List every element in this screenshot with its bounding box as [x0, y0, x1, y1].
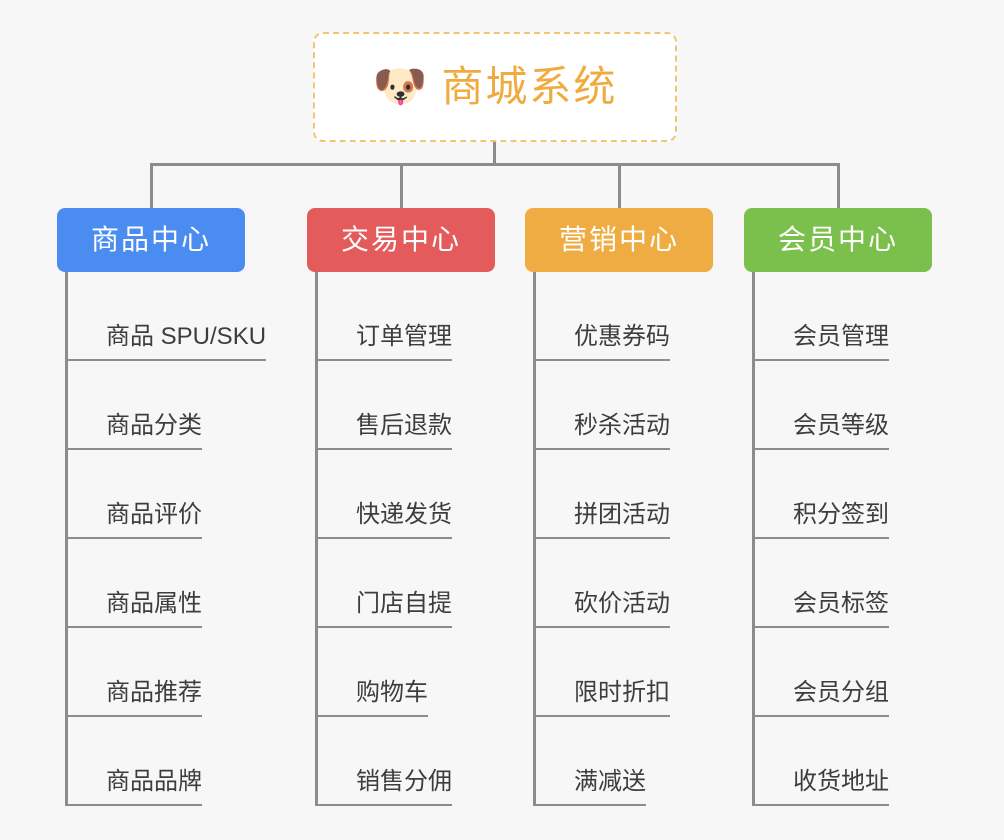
column-trade-center: 交易中心 订单管理 售后退款 快递发货 门店自提 购物车 销售分佣: [307, 208, 495, 806]
list-item[interactable]: 优惠券码: [536, 272, 713, 361]
list-item[interactable]: 砍价活动: [536, 539, 713, 628]
leaf-label: 销售分佣: [318, 770, 452, 806]
list-item[interactable]: 快递发货: [318, 450, 495, 539]
leaf-label: 会员管理: [755, 325, 889, 361]
category-header-product-center[interactable]: 商品中心: [57, 208, 245, 272]
connector-horizontal-bus: [150, 163, 840, 166]
category-header-member-center[interactable]: 会员中心: [744, 208, 932, 272]
connector-drop-2: [400, 163, 403, 208]
leaf-label: 收货地址: [755, 770, 889, 806]
leaf-label: 门店自提: [318, 592, 452, 628]
leaf-label: 积分签到: [755, 503, 889, 539]
list-item[interactable]: 商品推荐: [68, 628, 245, 717]
list-item[interactable]: 商品品牌: [68, 717, 245, 806]
connector-root-stem: [493, 142, 496, 165]
list-item[interactable]: 会员标签: [755, 539, 932, 628]
leaf-label: 快递发货: [318, 503, 452, 539]
list-item[interactable]: 商品评价: [68, 450, 245, 539]
category-header-trade-center[interactable]: 交易中心: [307, 208, 495, 272]
list-item[interactable]: 积分签到: [755, 450, 932, 539]
leaf-label: 会员标签: [755, 592, 889, 628]
leaf-label: 商品属性: [68, 592, 202, 628]
list-item[interactable]: 销售分佣: [318, 717, 495, 806]
category-label: 会员中心: [777, 224, 898, 255]
leaf-label: 售后退款: [318, 414, 452, 450]
connector-drop-4: [837, 163, 840, 208]
leaf-list-member-center: 会员管理 会员等级 积分签到 会员标签 会员分组 收货地址: [752, 272, 932, 806]
leaf-label: 商品品牌: [68, 770, 202, 806]
list-item[interactable]: 售后退款: [318, 361, 495, 450]
leaf-label: 会员分组: [755, 681, 889, 717]
leaf-label: 优惠券码: [536, 325, 670, 361]
category-label: 交易中心: [340, 224, 461, 255]
leaf-label: 购物车: [318, 681, 428, 717]
list-item[interactable]: 商品分类: [68, 361, 245, 450]
category-label: 商品中心: [90, 224, 211, 255]
connector-drop-3: [618, 163, 621, 208]
leaf-list-product-center: 商品 SPU/SKU 商品分类 商品评价 商品属性 商品推荐 商品品牌: [65, 272, 267, 806]
root-title: 商城系统: [441, 63, 618, 110]
leaf-label: 满减送: [536, 770, 646, 806]
list-item[interactable]: 门店自提: [318, 539, 495, 628]
leaf-label: 秒杀活动: [536, 414, 670, 450]
leaf-list-marketing-center: 优惠券码 秒杀活动 拼团活动 砍价活动 限时折扣 满减送: [533, 272, 713, 806]
column-member-center: 会员中心 会员管理 会员等级 积分签到 会员标签 会员分组 收货地址: [744, 208, 932, 806]
leaf-label: 商品推荐: [68, 681, 202, 717]
root-node[interactable]: 🐶 商城系统: [313, 32, 677, 142]
leaf-label: 砍价活动: [536, 592, 670, 628]
dog-face-icon: 🐶: [372, 62, 428, 111]
leaf-label: 限时折扣: [536, 681, 670, 717]
leaf-label: 拼团活动: [536, 503, 670, 539]
leaf-label: 商品分类: [68, 414, 202, 450]
column-marketing-center: 营销中心 优惠券码 秒杀活动 拼团活动 砍价活动 限时折扣 满减送: [525, 208, 713, 806]
category-label: 营销中心: [558, 224, 679, 255]
leaf-label: 商品评价: [68, 503, 202, 539]
connector-drop-1: [150, 163, 153, 208]
list-item[interactable]: 会员管理: [755, 272, 932, 361]
leaf-list-trade-center: 订单管理 售后退款 快递发货 门店自提 购物车 销售分佣: [315, 272, 495, 806]
list-item[interactable]: 满减送: [536, 717, 713, 806]
category-header-marketing-center[interactable]: 营销中心: [525, 208, 713, 272]
list-item[interactable]: 限时折扣: [536, 628, 713, 717]
list-item[interactable]: 会员等级: [755, 361, 932, 450]
list-item[interactable]: 购物车: [318, 628, 495, 717]
list-item[interactable]: 订单管理: [318, 272, 495, 361]
list-item[interactable]: 商品 SPU/SKU: [68, 272, 267, 361]
list-item[interactable]: 收货地址: [755, 717, 932, 806]
list-item[interactable]: 会员分组: [755, 628, 932, 717]
list-item[interactable]: 秒杀活动: [536, 361, 713, 450]
list-item[interactable]: 拼团活动: [536, 450, 713, 539]
leaf-label: 商品 SPU/SKU: [68, 325, 267, 361]
leaf-label: 订单管理: [318, 325, 452, 361]
leaf-label: 会员等级: [755, 414, 889, 450]
list-item[interactable]: 商品属性: [68, 539, 245, 628]
column-product-center: 商品中心 商品 SPU/SKU 商品分类 商品评价 商品属性 商品推荐 商品品牌: [57, 208, 267, 806]
